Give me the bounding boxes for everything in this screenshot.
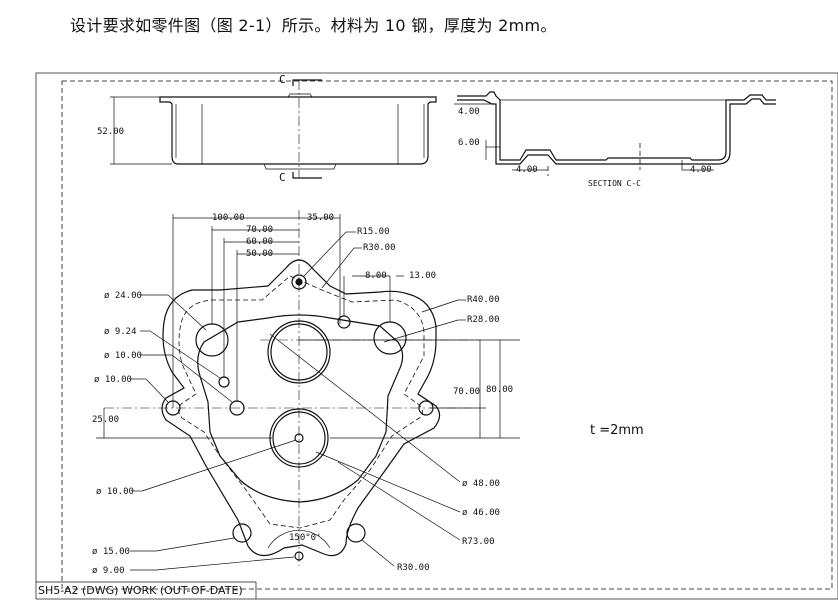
dim-dia9: ø 9.00 [92, 566, 125, 576]
dim-8: 8.00 [365, 271, 387, 281]
dim-dia9-24: ø 9.24 [104, 327, 137, 337]
dim-dia46: ø 46.00 [462, 508, 500, 518]
dim-60: 60.00 [246, 237, 273, 247]
dim-dia15: ø 15.00 [92, 547, 130, 557]
dim-r28: R28.00 [467, 315, 500, 325]
section-marker-top: C [279, 73, 286, 86]
dim-r30-bottom: R30.00 [397, 563, 430, 573]
dim-dia10-b: ø 10.00 [94, 375, 132, 385]
dim-80-vertical: 80.00 [486, 385, 513, 395]
plan-view: 100.00 35.00 70.00 60.00 50.00 R15.00 R3… [92, 210, 520, 576]
dim-side-4-bottom-a: 4.00 [516, 165, 538, 175]
dim-100: 100.00 [212, 213, 245, 223]
title-block-label: SH5-A2 (DWG) WORK (OUT-OF-DATE) [38, 584, 243, 597]
dim-dia10-a: ø 10.00 [104, 351, 142, 361]
dim-25: 25.00 [92, 415, 119, 425]
section-view: 4.00 6.00 4.00 4.00 SECTION C-C [454, 91, 776, 188]
dim-35: 35.00 [307, 213, 334, 223]
dim-r40: R40.00 [467, 295, 500, 305]
thickness-note: t =2mm [590, 423, 644, 438]
dim-70: 70.00 [246, 225, 273, 235]
section-marker-bottom: C [279, 171, 286, 184]
dim-side-4-bottom-b: 4.00 [690, 165, 712, 175]
dim-angle-150: 150°0' [289, 533, 322, 543]
drawing-frame [35, 72, 838, 600]
drawing-border-dashed [61, 80, 833, 590]
dim-dia48: ø 48.00 [462, 479, 500, 489]
dim-50: 50.00 [246, 249, 273, 259]
dim-side-6: 6.00 [458, 138, 480, 148]
dim-side-4-top: 4.00 [458, 107, 480, 117]
dim-r15: R15.00 [357, 227, 390, 237]
front-view: C C 52.00 [97, 73, 437, 184]
dim-70-vertical: 70.00 [453, 387, 480, 397]
dim-r73: R73.00 [462, 537, 495, 547]
section-label: SECTION C-C [588, 179, 641, 188]
dim-13: 13.00 [409, 271, 436, 281]
dim-dia10-c: ø 10.00 [96, 487, 134, 497]
dim-dia24: ø 24.00 [104, 291, 142, 301]
dim-r30-top: R30.00 [363, 243, 396, 253]
problem-heading: 设计要求如零件图（图 2-1）所示。材料为 10 钢，厚度为 2mm。 [70, 16, 557, 35]
dim-height-52: 52.00 [97, 127, 124, 137]
